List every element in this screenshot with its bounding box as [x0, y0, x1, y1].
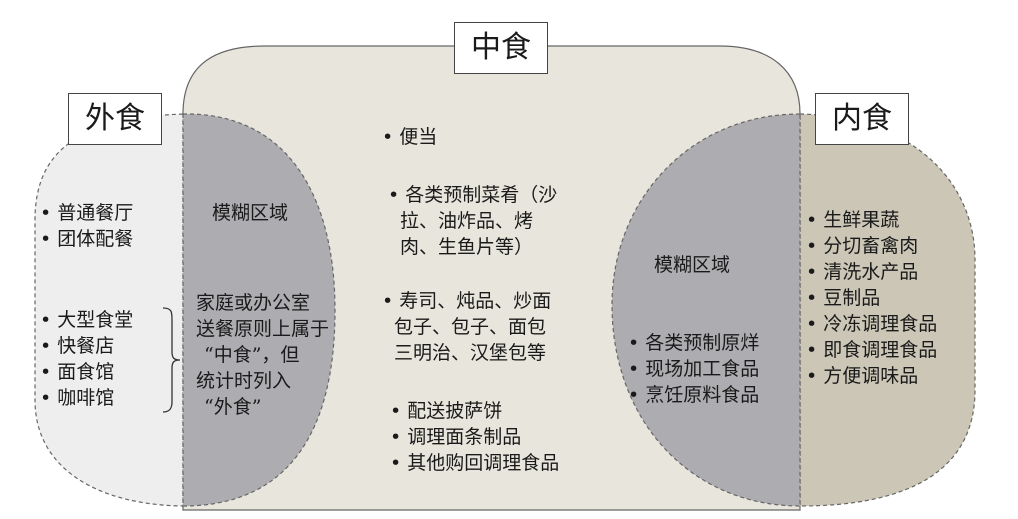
list-item-cont: 包子、包子、面包 — [394, 316, 547, 338]
fuzzy-right-list: 各类预制原烊 现场加工食品 烹饪原料食品 — [628, 330, 759, 408]
list-item: 寿司、炖品、炒面 — [382, 288, 551, 314]
list-item: 大型食堂 — [40, 307, 133, 333]
note-line: 统计时列入 — [196, 370, 292, 392]
list-item: 分切畜禽肉 — [806, 233, 937, 259]
fuzzy-left-note: 家庭或办公室 送餐原则上属于 “中食”，但 统计时列入 “外食” — [196, 290, 329, 420]
list-item: 冷冻调理食品 — [806, 311, 937, 337]
list-item: 普通餐厅 — [40, 200, 133, 226]
list-item: 调理面条制品 — [390, 424, 559, 450]
neishi-list: 生鲜果蔬 分切畜禽肉 清洗水产品 豆制品 冷冻调理食品 即食调理食品 方便调味品 — [806, 207, 937, 389]
list-item: 烹饪原料食品 — [628, 382, 759, 408]
waishi-list-general: 普通餐厅 团体配餐 — [40, 200, 133, 252]
note-line: 送餐原则上属于 — [196, 318, 330, 340]
waishi-list-venues: 大型食堂 快餐店 面食馆 咖啡馆 — [40, 307, 133, 411]
fuzzy-left-title: 模糊区域 — [212, 202, 289, 224]
fuzzy-zone-right — [611, 113, 801, 507]
list-item-cont: 拉、油炸品、烤 — [400, 210, 534, 232]
list-item-cont: 肉、生鱼片等） — [400, 236, 534, 258]
list-item: 面食馆 — [40, 359, 133, 385]
list-item: 配送披萨饼 — [390, 398, 559, 424]
list-item: 各类预制菜肴（沙 — [388, 182, 557, 208]
list-item: 快餐店 — [40, 333, 133, 359]
note-line: 家庭或办公室 — [196, 292, 311, 314]
list-item: 团体配餐 — [40, 226, 133, 252]
neishi-label: 内食 — [815, 93, 909, 145]
fuzzy-zone-left — [182, 113, 336, 507]
list-item: 其他购回调理食品 — [390, 450, 559, 476]
list-item: 即食调理食品 — [806, 337, 937, 363]
list-item: 现场加工食品 — [628, 356, 759, 382]
brace-left — [162, 307, 181, 413]
fuzzy-right-title: 模糊区域 — [654, 254, 731, 276]
zhongshi-group-1: 便当 — [382, 124, 437, 150]
zhongshi-group-4: 配送披萨饼 调理面条制品 其他购回调理食品 — [390, 398, 559, 476]
note-line: “中食”，但 — [204, 344, 300, 366]
list-item: 豆制品 — [806, 285, 937, 311]
zhongshi-label: 中食 — [454, 22, 548, 74]
list-item: 便当 — [382, 124, 437, 150]
list-item: 清洗水产品 — [806, 259, 937, 285]
list-item: 生鲜果蔬 — [806, 207, 937, 233]
list-item: 咖啡馆 — [40, 385, 133, 411]
note-line: “外食” — [204, 396, 262, 418]
list-item: 各类预制原烊 — [628, 330, 759, 356]
zhongshi-group-3: 寿司、炖品、炒面 包子、包子、面包 三明治、汉堡包等 — [382, 288, 551, 366]
list-item-cont: 三明治、汉堡包等 — [394, 342, 547, 364]
list-item: 方便调味品 — [806, 363, 937, 389]
zhongshi-group-2: 各类预制菜肴（沙 拉、油炸品、烤 肉、生鱼片等） — [388, 182, 557, 260]
waishi-label: 外食 — [68, 93, 162, 145]
